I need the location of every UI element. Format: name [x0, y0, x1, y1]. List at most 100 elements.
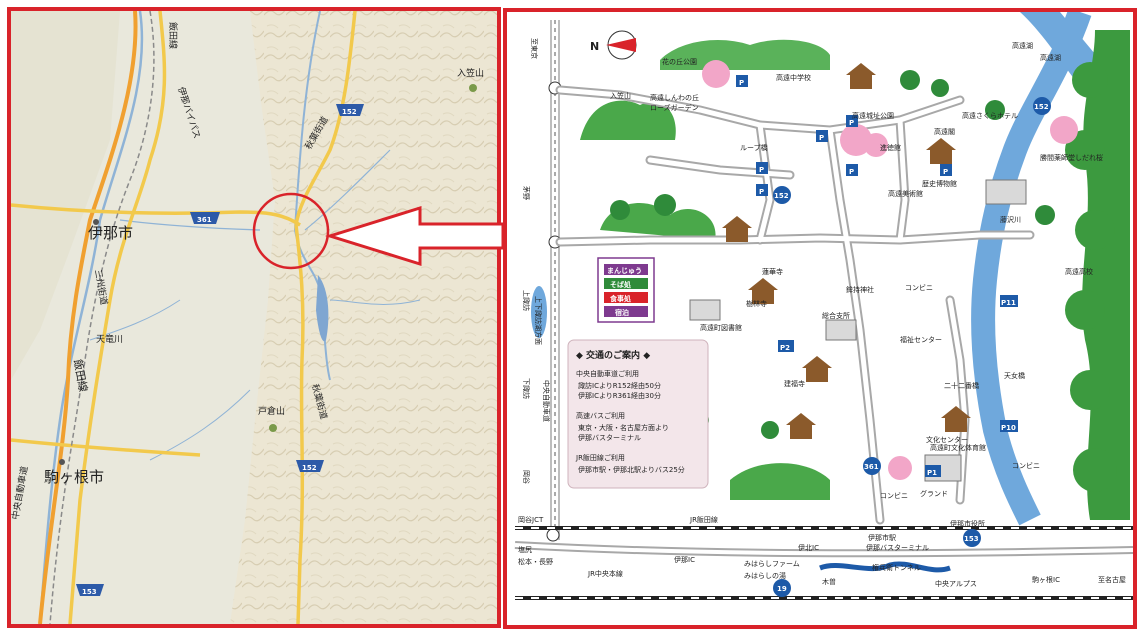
cherry-blossoms — [702, 60, 1078, 480]
svg-text:P: P — [739, 79, 744, 87]
city-komagane: 駒ヶ根市 — [44, 459, 104, 486]
rail-label: 飯田線 — [71, 358, 91, 393]
route-shield-361: 361 — [190, 212, 220, 224]
expressway-line — [38, 11, 138, 624]
svg-text:諏訪ICよりR152経由50分: 諏訪ICよりR152経由50分 — [578, 381, 661, 390]
svg-text:伊那ICよりR361経由30分: 伊那ICよりR361経由30分 — [578, 391, 661, 400]
place-label: 蓮華寺 — [762, 267, 783, 276]
place-label: ループ橋 — [740, 143, 768, 152]
svg-text:P: P — [849, 119, 854, 127]
overview-map: 飯田線 伊那バイパス 秋葉街道 秋葉街道 三州街道 飯田線 中央自動車道 伊那市… — [11, 11, 497, 624]
place-label: 高遠町文化体育館 — [930, 443, 986, 452]
place-label: コンビニ — [905, 283, 933, 292]
svg-text:食事処: 食事処 — [609, 294, 632, 303]
legend-item: そば処 — [604, 278, 648, 289]
info-heading: 高速バスご利用 — [576, 411, 625, 420]
place-label: 入笠山 — [610, 91, 631, 100]
svg-text:伊那バスターミナル: 伊那バスターミナル — [578, 433, 641, 442]
header-label: 至東京 — [530, 38, 539, 59]
place-label: 花の丘公園 — [662, 57, 697, 66]
svg-text:152: 152 — [774, 192, 789, 200]
svg-text:P: P — [849, 168, 854, 176]
svg-text:19: 19 — [777, 585, 787, 593]
place-label: 鉾持神社 — [846, 285, 874, 294]
city-ina: 伊那市 — [88, 219, 133, 242]
svg-text:P1: P1 — [927, 469, 937, 477]
svg-text:P2: P2 — [780, 344, 790, 352]
place-label: 二十二番橋 — [944, 381, 979, 390]
svg-text:P11: P11 — [1001, 299, 1016, 307]
place-label: 天女橋 — [1004, 371, 1025, 380]
route-shield-153: 153 — [76, 584, 104, 596]
place-label: 総合支所 — [822, 311, 850, 320]
tree-line — [1065, 30, 1130, 520]
svg-text:伊那IC: 伊那IC — [674, 555, 695, 564]
place-label: 伊那市役所 — [950, 519, 985, 528]
svg-text:岡谷: 岡谷 — [522, 470, 531, 484]
transport-labels: 岡谷JCT JR飯田線 伊那IC 伊北IC 伊那市駅 伊那バスターミナル JR中… — [518, 515, 1126, 584]
svg-text:松本・長野: 松本・長野 — [518, 557, 553, 566]
parking-markers: P P P P P P P P1 P2 P10 P11 — [736, 75, 1018, 477]
pointer-arrow — [324, 205, 505, 267]
road-shield-361: 361 — [863, 457, 881, 475]
svg-text:P: P — [819, 134, 824, 142]
suwa-lake — [531, 286, 547, 338]
svg-text:塩尻: 塩尻 — [518, 545, 532, 554]
svg-text:N: N — [590, 40, 599, 53]
svg-text:P: P — [759, 188, 764, 196]
place-label: 高遠さくらホテル — [962, 111, 1018, 120]
place-label: コンビニ — [1012, 461, 1040, 470]
svg-text:まんじゅう: まんじゅう — [607, 266, 642, 275]
overview-frame — [7, 7, 501, 628]
svg-text:茅野: 茅野 — [522, 186, 531, 200]
river-label: 天竜川 — [96, 333, 123, 345]
place-label: 高遠湖 — [1012, 41, 1033, 50]
svg-text:361: 361 — [197, 216, 212, 224]
road-shield-152: 152 — [1033, 97, 1051, 115]
place-label: みはらしの湯 — [744, 571, 786, 580]
place-labels: 花の丘公園 高遠しんわの丘 ローズガーデン 入笠山 ループ橋 高遠中学校 高遠城… — [610, 41, 1103, 588]
legend-item: 宿泊 — [604, 306, 648, 317]
takato-lake — [1020, 12, 1100, 80]
svg-text:152: 152 — [342, 108, 357, 116]
svg-text:岡谷JCT: 岡谷JCT — [518, 515, 544, 524]
svg-text:戸倉山: 戸倉山 — [258, 405, 285, 417]
svg-text:伊那市: 伊那市 — [88, 224, 133, 242]
svg-text:JR飯田線: JR飯田線 — [689, 515, 718, 524]
place-label: 進徳館 — [880, 143, 901, 152]
place-label: コンビニ — [880, 491, 908, 500]
svg-text:下諏訪: 下諏訪 — [522, 378, 531, 399]
north-arrow: N — [590, 30, 637, 60]
svg-text:152: 152 — [302, 464, 317, 472]
route-shield-152: 152 — [336, 104, 364, 116]
svg-text:152: 152 — [1034, 103, 1049, 111]
trees — [610, 70, 1055, 439]
place-label: 高遠湖 — [1040, 53, 1061, 62]
svg-text:361: 361 — [864, 463, 879, 471]
svg-text:伊那バスターミナル: 伊那バスターミナル — [866, 543, 929, 552]
place-label: 木曽 — [822, 577, 836, 586]
svg-text:上諏訪: 上諏訪 — [522, 290, 531, 311]
road-shield-19: 19 — [773, 579, 791, 597]
svg-text:伊那市駅・伊那北駅よりバス25分: 伊那市駅・伊那北駅よりバス25分 — [578, 465, 685, 474]
detail-frame — [503, 8, 1137, 629]
mountain-nyukasa: 入笠山 — [457, 67, 484, 92]
svg-text:中央自動車道: 中央自動車道 — [542, 380, 551, 422]
road-shield-152: 152 — [773, 186, 791, 204]
svg-text:伊那市駅: 伊那市駅 — [868, 533, 896, 542]
svg-text:伊北IC: 伊北IC — [798, 543, 819, 552]
hills — [580, 39, 830, 500]
svg-text:JR中央本線: JR中央本線 — [587, 569, 623, 578]
mountain-terrain — [230, 11, 497, 624]
svg-text:153: 153 — [82, 588, 97, 596]
svg-text:駒ヶ根市: 駒ヶ根市 — [44, 468, 104, 486]
place-label: グランド — [920, 489, 948, 498]
place-label: 高遠美術館 — [888, 189, 923, 198]
svg-text:至名古屋: 至名古屋 — [1098, 575, 1126, 584]
place-label: ローズガーデン — [650, 103, 699, 112]
road-shield-153: 153 — [963, 529, 981, 547]
svg-text:東京・大阪・名古屋方面より: 東京・大阪・名古屋方面より — [578, 423, 669, 432]
place-label: 高遠中学校 — [776, 73, 811, 82]
svg-text:駒ヶ根IC: 駒ヶ根IC — [1032, 575, 1060, 584]
